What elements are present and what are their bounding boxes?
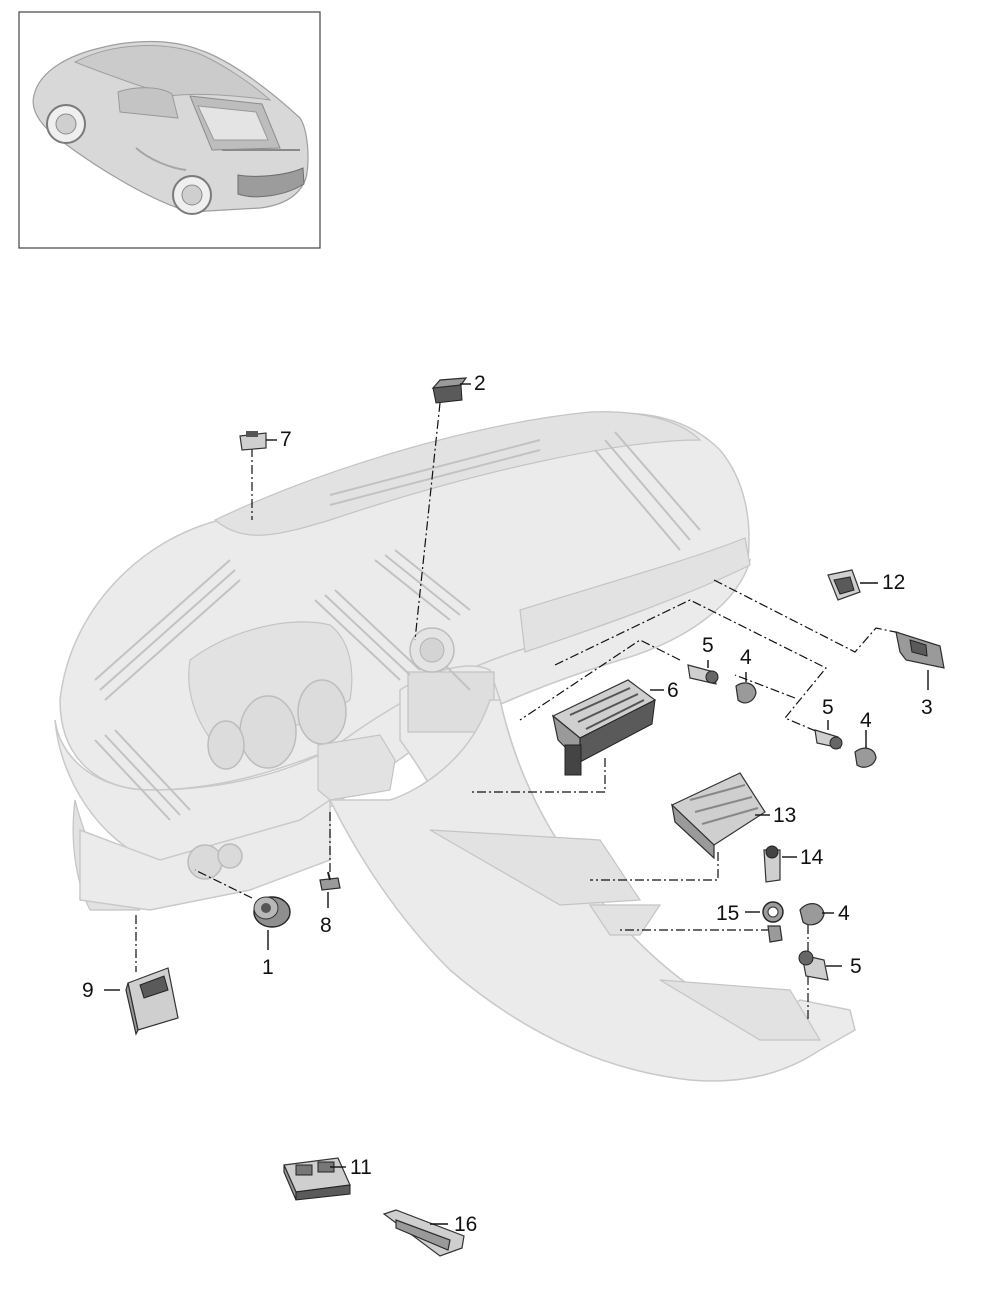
part-4-cap-lower [799,903,825,926]
part-4-cap-upper [735,682,757,704]
part-1-knob [253,896,291,928]
part-9-switch-panel [125,967,179,1036]
callout-15: 15 [716,902,739,925]
part-5-socket-upper [687,664,719,685]
callout-11: 11 [350,1156,372,1179]
callout-labels: 2 7 12 3 5 4 6 5 4 13 14 15 4 5 1 8 9 11… [82,372,933,1236]
part-14-socket [763,845,781,883]
car-rear-three-quarter-icon [32,40,309,215]
part-16-strip [382,1209,465,1257]
part-11-switch-panel [283,1157,351,1201]
part-15-ring [762,901,784,943]
callout-3: 3 [921,696,933,719]
callout-2: 2 [474,372,486,395]
callout-1: 1 [262,956,274,979]
part-6-module [551,679,657,776]
part-5-socket-mid [814,729,843,750]
part-3-bracket [895,631,945,669]
callout-9: 9 [82,979,94,1002]
callout-4-mid: 4 [860,709,872,732]
callout-4-lower: 4 [838,902,850,925]
part-8-sensor [319,871,341,891]
callout-16: 16 [454,1213,477,1236]
callout-7: 7 [280,428,292,451]
callout-4-upper: 4 [740,646,752,669]
part-4-cap-mid [854,747,877,768]
callout-13: 13 [773,804,796,827]
callout-14: 14 [800,846,824,869]
callout-12: 12 [882,571,905,594]
part-5-socket-lower [798,950,829,981]
callout-8: 8 [320,914,332,937]
callout-5-mid: 5 [822,696,834,719]
callout-6: 6 [667,679,679,702]
vehicle-thumbnail [18,11,321,249]
callout-5-upper: 5 [702,634,714,657]
part-7-switch [239,431,267,451]
part-2-switch [431,377,468,404]
part-13-module [670,772,766,860]
callout-leaders [104,383,929,1225]
part-12-switch [827,569,861,601]
dash-vents [94,431,701,821]
dashboard-center-console-icon [54,411,856,1082]
callout-5-lower: 5 [850,955,862,978]
